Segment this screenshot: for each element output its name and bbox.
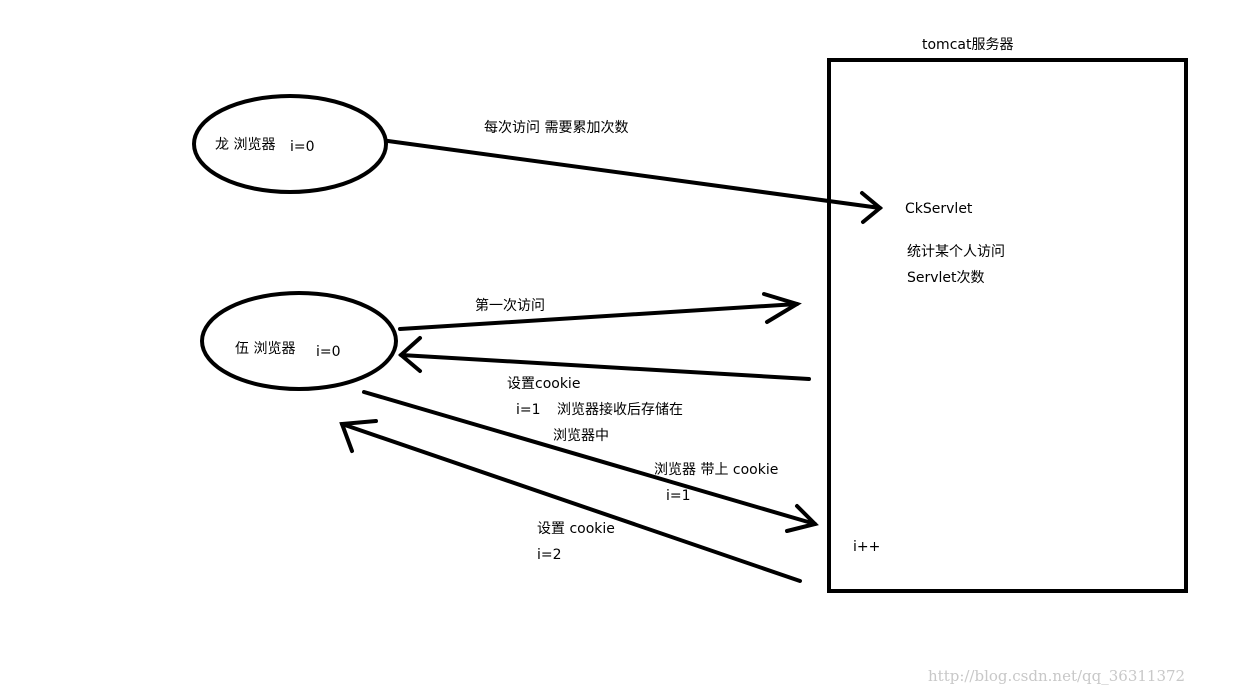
set-cookie-value: i=1 bbox=[516, 402, 541, 418]
store-label-line1: 浏览器接收后存储在 bbox=[557, 402, 683, 418]
first-visit-arrow bbox=[398, 292, 802, 331]
set-cookie2-value: i=2 bbox=[537, 547, 562, 563]
servlet-desc-line1: 统计某个人访问 bbox=[907, 244, 1005, 260]
first-visit-label: 第一次访问 bbox=[475, 298, 545, 314]
set-cookie2-arrow bbox=[339, 419, 802, 583]
watermark: http://blog.csdn.net/qq_36311372 bbox=[928, 667, 1186, 685]
servlet-desc-line2: Servlet次数 bbox=[907, 270, 985, 286]
servlet-name: CkServlet bbox=[905, 201, 973, 217]
carry-cookie-value: i=1 bbox=[666, 488, 691, 504]
long-request-arrow bbox=[386, 139, 884, 224]
long-browser-name: 龙 浏览器 bbox=[215, 137, 276, 153]
carry-cookie-arrow bbox=[362, 390, 819, 533]
store-label-line2: 浏览器中 bbox=[553, 428, 609, 444]
server-box bbox=[827, 58, 1188, 593]
long-browser-counter: i=0 bbox=[290, 139, 315, 155]
wu-browser-counter: i=0 bbox=[316, 344, 341, 360]
server-title: tomcat服务器 bbox=[922, 37, 1014, 53]
increment-label: i++ bbox=[853, 539, 881, 555]
set-cookie2-label: 设置 cookie bbox=[537, 521, 615, 537]
carry-cookie-label: 浏览器 带上 cookie bbox=[654, 462, 779, 478]
long-browser-ellipse bbox=[192, 94, 388, 194]
long-request-label: 每次访问 需要累加次数 bbox=[484, 120, 629, 136]
wu-browser-ellipse bbox=[200, 291, 398, 391]
set-cookie-label: 设置cookie bbox=[507, 376, 581, 392]
wu-browser-name: 伍 浏览器 bbox=[235, 341, 296, 357]
set-cookie-arrow bbox=[397, 336, 811, 381]
